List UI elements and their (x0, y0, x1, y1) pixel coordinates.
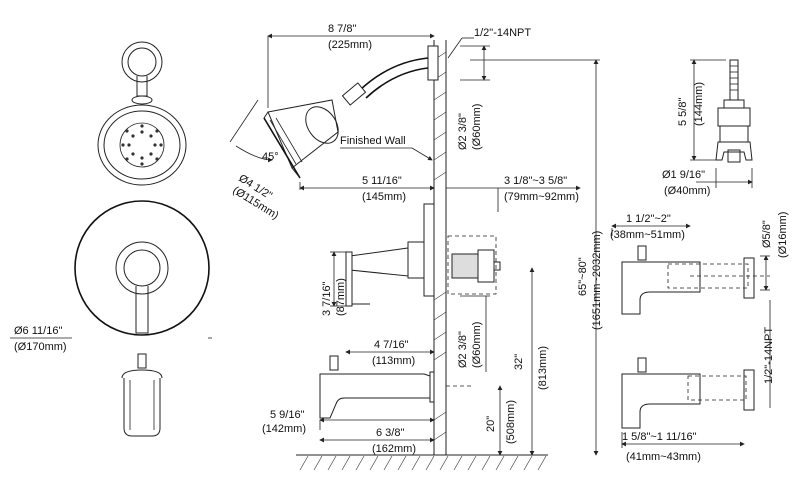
valve-dia-metric: (Ø60mm) (471, 322, 483, 368)
spout-projection-top-imperial: 5 9/16" (270, 409, 305, 421)
handle-side (345, 203, 435, 307)
head-dia-metric: (Ø60mm) (471, 104, 483, 150)
spout-adjust2-metric: (41mm~43mm) (626, 451, 701, 463)
spout-projection-top-metric: (142mm) (262, 423, 306, 435)
lever-projection-imperial: 4 7/16" (374, 339, 409, 351)
finished-wall-label: Finished Wall (340, 135, 406, 147)
thread-top-label: 1/2"-14NPT (474, 27, 531, 39)
head-height-imperial: 65"~80" (577, 257, 589, 296)
valve-dia-imperial: Ø2 3/8" (457, 331, 469, 368)
spout-height-imperial: 20" (485, 416, 497, 432)
trim-diameter-metric: (Ø170mm) (14, 341, 67, 353)
angle-label: 45° (262, 151, 279, 163)
valve-height-metric: (813mm) (537, 346, 549, 390)
valve-body-side (447, 235, 501, 295)
valve-height-imperial: 32" (513, 354, 525, 370)
cartridge-height-imperial: 5 5/8" (677, 98, 689, 126)
spray-nozzles (121, 124, 163, 166)
tub-spout-side (319, 355, 472, 419)
spout-adjust-imperial: 1 1/2"~2" (626, 213, 671, 225)
spout-projection-bottom-metric: (162mm) (372, 443, 416, 455)
trim-diameter-imperial: Ø6 11/16" (14, 325, 62, 337)
wall-depth-metric: (79mm~92mm) (504, 191, 579, 203)
spout-adjust2-imperial: 1 5/8"~1 11/16" (622, 431, 697, 443)
trim-plate-front-view (10, 200, 212, 339)
handle-height-metric: (87mm) (335, 278, 347, 316)
spout-height-metric: (508mm) (505, 400, 517, 444)
arm-reach-imperial: 8 7/8" (328, 23, 356, 35)
handle-height-imperial: 3 7/16" (321, 281, 333, 316)
spout-front-view (121, 353, 163, 437)
handle-projection-metric: (145mm) (362, 191, 406, 203)
shower-arm-side (341, 45, 439, 106)
spout-projection-bottom-imperial: 6 3/8" (376, 427, 404, 439)
wall-depth-imperial: 3 1/8"~3 5/8" (504, 175, 567, 187)
floor (296, 454, 548, 471)
lever-projection-metric: (113mm) (372, 355, 415, 367)
spout-adjust-metric: (38mm~51mm) (610, 229, 685, 241)
head-dia-imperial: Ø2 3/8" (457, 113, 469, 150)
arm-reach-metric: (225mm) (328, 39, 372, 51)
showerhead-front-view (97, 41, 187, 186)
showerhead-side (263, 99, 339, 179)
cartridge (715, 59, 753, 163)
cartridge-height-metric: (144mm) (693, 82, 705, 126)
spout-pipe-dia-metric: (Ø16mm) (777, 212, 789, 258)
cartridge-dia-metric: (Ø40mm) (664, 185, 710, 197)
head-height-metric: (1651mm~2032mm) (591, 231, 603, 330)
spout-pipe-dia-imperial: Ø5/8" (761, 220, 773, 248)
handle-projection-imperial: 5 11/16" (362, 175, 402, 187)
cartridge-dia-imperial: Ø1 9/16" (662, 169, 705, 181)
spout-detail-1 (621, 245, 770, 315)
finished-wall (433, 40, 447, 455)
spout-thread-label: 1/2"-14NPT (763, 327, 775, 384)
spout-detail-2 (621, 357, 755, 429)
